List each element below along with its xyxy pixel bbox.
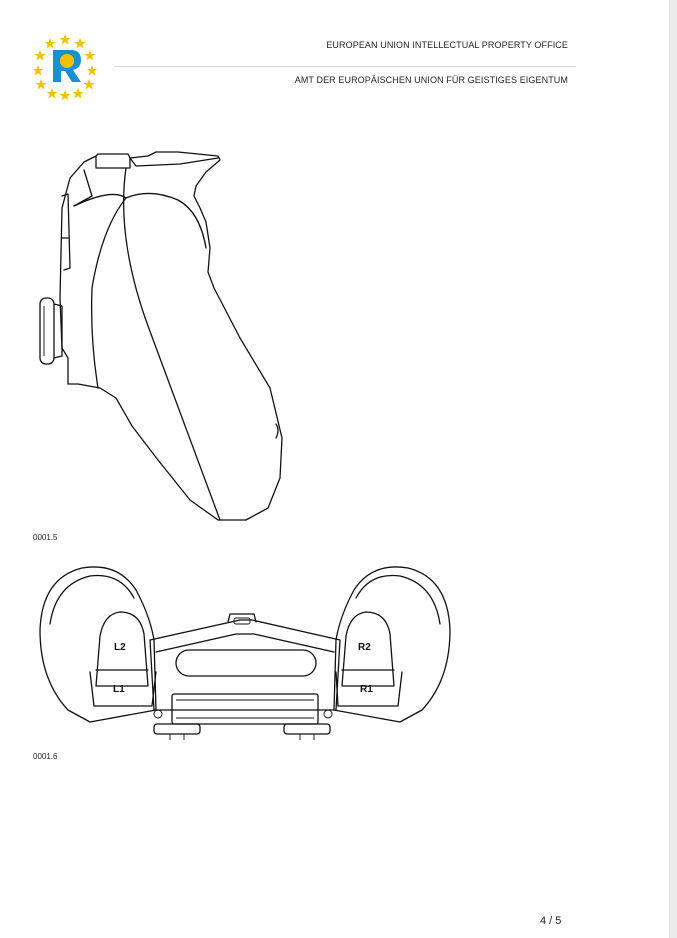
l1-button-label: L1 (113, 684, 125, 695)
figure-label: 0001.6 (33, 752, 58, 761)
controller-top-view-icon: L2 L1 R2 R1 (39, 566, 451, 740)
header-org-english: EUROPEAN UNION INTELLECTUAL PROPERTY OFF… (326, 40, 568, 50)
controller-side-view-icon (39, 151, 283, 521)
header-org-german: AMT DER EUROPÄISCHEN UNION FÜR GEISTIGES… (294, 75, 568, 85)
r2-button-label: R2 (358, 642, 371, 653)
page-number: 4 / 5 (540, 915, 562, 927)
vertical-scrollbar[interactable] (669, 0, 677, 938)
euipo-logo-icon (33, 34, 97, 100)
l2-button-label: L2 (114, 642, 126, 653)
r1-button-label: R1 (360, 684, 373, 695)
figure-label: 0001.5 (33, 533, 58, 542)
header-divider (114, 66, 576, 67)
